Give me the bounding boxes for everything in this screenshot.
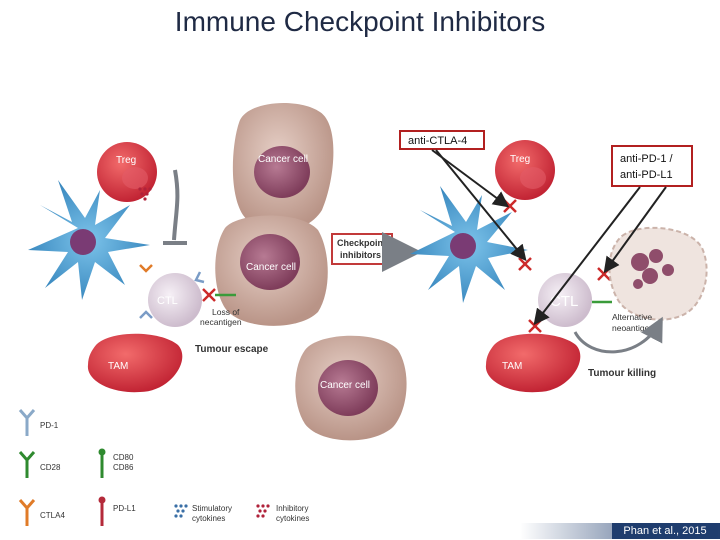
legend-inhibitory-label-1: Inhibitory (276, 504, 308, 513)
legend-cd80-label-1: CD80 (113, 453, 134, 462)
alt-antigen-line2: neoantigen (612, 323, 654, 333)
loss-of-antigen-x (202, 288, 216, 302)
cancer-cell-bottom-label: Cancer cell (320, 380, 370, 391)
inhibitory-cytokines-left (138, 187, 152, 201)
legend: PD-1 CD28 CTLA4 CD80 CD86 PD-L1 (18, 409, 309, 526)
loss-note-line2: necantigen (200, 317, 242, 327)
legend-ctla4-label: CTLA4 (40, 511, 65, 520)
legend-pdl1-icon (98, 496, 106, 526)
treg-cell-left: Treg (97, 142, 157, 202)
anti-pd1-callout: anti-PD-1 / anti-PD-L1 (611, 145, 693, 187)
legend-inhibitory-icon (256, 504, 270, 518)
checkpoint-inhibitors-box: Checkpoint inhibitors (331, 233, 393, 265)
legend-inhibitory-label-2: cytokines (276, 514, 309, 523)
cancer-cell-bottom: Cancer cell (295, 335, 407, 441)
suppression-blocker-left (163, 169, 187, 245)
killing-arrow (573, 316, 663, 354)
cancer-cell-top: Cancer cell (232, 102, 334, 231)
checkpoint-box-line2: inhibitors (340, 250, 381, 260)
alt-antigen-line1: Alternative (612, 312, 652, 322)
checkpoint-box-line1: Checkpoint (337, 238, 386, 248)
legend-cd80-icon (98, 448, 106, 478)
tam-cell-left: TAM (87, 333, 183, 393)
ctl-cell-left: CTL (148, 273, 202, 327)
legend-pdl1-label: PD-L1 (113, 504, 136, 513)
tam-cell-right: TAM (485, 333, 581, 393)
dendritic-cell-right (410, 186, 528, 303)
cancer-cell-middle-label: Cancer cell (246, 262, 296, 273)
citation-credit: Phan et al., 2015 (612, 523, 718, 539)
treg-label-left: Treg (116, 155, 136, 166)
legend-cd80-label-2: CD86 (113, 463, 134, 472)
legend-stimulatory-label-2: cytokines (192, 514, 225, 523)
tumour-killing-label: Tumour killing (588, 368, 656, 379)
ctl-label-right: CTL (550, 293, 578, 310)
pd1-arrow-1 (533, 186, 641, 326)
anti-ctla4-callout: anti-CTLA-4 (399, 130, 485, 150)
tam-label-right: TAM (502, 361, 522, 372)
ctl-label-left: CTL (157, 295, 178, 307)
ctla4-arrow-2 (435, 149, 527, 262)
anti-ctla4-label: anti-CTLA-4 (408, 135, 467, 147)
legend-pd1-label: PD-1 (40, 421, 59, 430)
legend-stimulatory-label-1: Stimulatory (192, 504, 232, 513)
legend-stimulatory-icon (174, 504, 188, 518)
treg-cell-right: Treg (495, 140, 555, 200)
anti-pd1-line2: anti-PD-L1 (620, 169, 673, 181)
cancer-cell-right (608, 226, 708, 321)
tam-label-left: TAM (108, 361, 128, 372)
dendritic-cell-left (28, 180, 150, 300)
ctl-cell-right: CTL (538, 273, 592, 327)
cancer-cell-middle: Cancer cell (215, 215, 328, 326)
slide-title: Immune Checkpoint Inhibitors (174, 6, 546, 37)
receptor-pair-left (139, 264, 205, 319)
treg-label-right: Treg (510, 154, 530, 165)
loss-note-line1: Loss of (212, 307, 240, 317)
pd1-arrow-2 (603, 186, 667, 274)
legend-ctla4-icon (18, 499, 36, 526)
legend-cd28-icon (18, 451, 36, 478)
legend-cd28-label: CD28 (40, 463, 61, 472)
tumour-escape-label: Tumour escape (195, 344, 269, 355)
anti-pd1-line1: anti-PD-1 / (620, 153, 674, 165)
legend-pd1-icon (18, 409, 36, 436)
cancer-cell-top-label: Cancer cell (258, 154, 308, 165)
